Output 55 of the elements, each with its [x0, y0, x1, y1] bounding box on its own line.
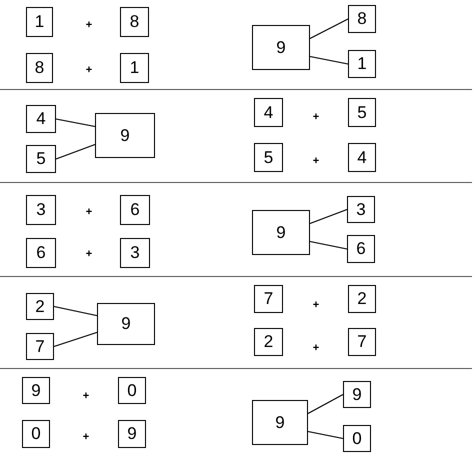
number-box: 9: [252, 400, 308, 445]
number-box: 4: [254, 98, 283, 127]
number-box: 9: [118, 420, 146, 448]
connector-line: [310, 241, 348, 250]
number-box: 7: [348, 328, 376, 356]
plus-sign: +: [84, 64, 94, 76]
number-box: 8: [120, 7, 149, 37]
connector-line: [310, 18, 348, 39]
number-box: 1: [348, 50, 376, 78]
number-box: 9: [97, 303, 155, 345]
connector-line: [56, 118, 96, 127]
number-box: 7: [26, 333, 54, 360]
plus-sign: +: [84, 248, 94, 260]
number-box: 7: [254, 285, 283, 313]
number-box: 0: [343, 425, 371, 452]
number-box: 5: [348, 98, 376, 127]
connector-line: [54, 332, 98, 347]
plus-sign: +: [82, 390, 90, 402]
number-box: 9: [22, 377, 50, 404]
plus-sign: +: [84, 206, 94, 218]
number-box: 5: [254, 143, 283, 172]
number-box: 5: [26, 145, 56, 173]
connector-line: [310, 56, 348, 64]
connector-line: [308, 431, 344, 439]
plus-sign: +: [312, 111, 320, 123]
number-box: 2: [26, 293, 54, 320]
number-box: 2: [348, 285, 376, 313]
connector-line: [56, 144, 96, 160]
number-box: 3: [120, 238, 150, 268]
plus-sign: +: [312, 155, 320, 167]
connector-line: [308, 394, 344, 414]
number-box: 6: [120, 195, 150, 225]
number-box: 4: [26, 105, 56, 133]
number-box: 8: [26, 53, 53, 83]
plus-sign: +: [82, 431, 90, 443]
plus-sign: +: [312, 299, 320, 311]
number-box: 2: [254, 328, 283, 356]
number-box: 0: [118, 377, 146, 404]
number-box: 4: [348, 143, 376, 172]
connector-line: [310, 209, 348, 224]
number-box: 9: [252, 210, 310, 255]
number-box: 6: [347, 235, 375, 263]
number-box: 1: [120, 53, 149, 83]
number-box: 1: [26, 7, 53, 37]
number-box: 9: [252, 25, 310, 70]
plus-sign: +: [312, 342, 320, 354]
number-box: 8: [348, 5, 376, 33]
number-box: 9: [95, 113, 155, 158]
number-box: 0: [22, 420, 50, 448]
number-box: 6: [26, 238, 56, 268]
plus-sign: +: [84, 19, 94, 31]
number-box: 3: [347, 196, 375, 223]
number-box: 9: [343, 381, 371, 408]
number-box: 3: [26, 195, 56, 225]
connector-line: [54, 306, 98, 316]
